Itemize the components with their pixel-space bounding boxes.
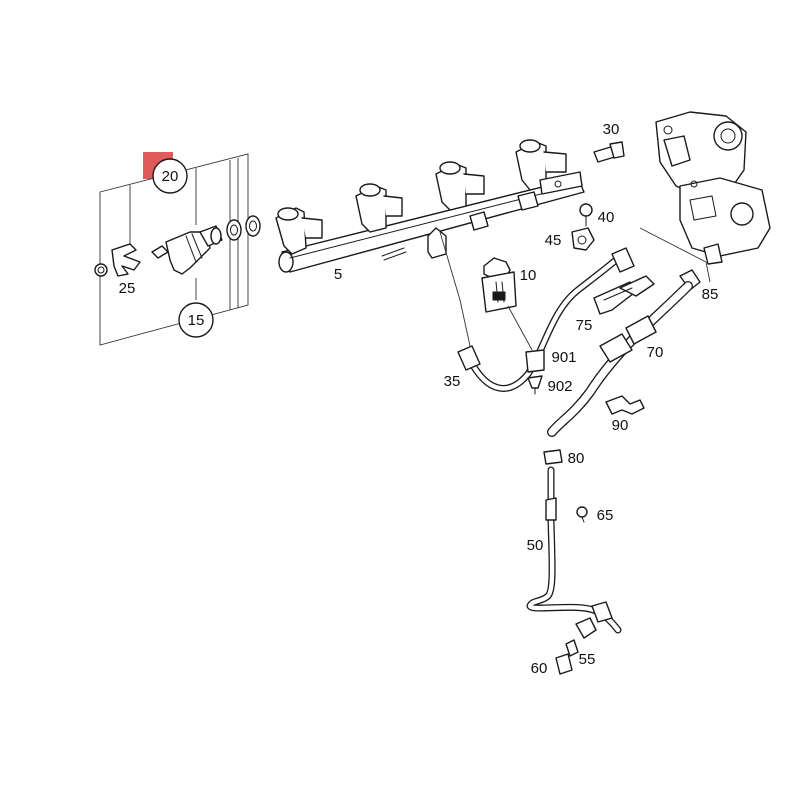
callout-circle-15[interactable]: 15 [178,302,214,338]
part-902-cap[interactable]: 902 [527,375,573,395]
part-70-hose[interactable]: 70 [547,281,693,437]
part-10-sensor[interactable]: 10 [481,257,537,313]
part-901-cap[interactable]: 901 [525,349,577,373]
part-90-clip[interactable]: 90 [605,395,645,434]
callout-65-label: 65 [597,507,614,524]
part-rail-cap[interactable] [427,227,447,259]
part-40-screw[interactable]: 40 [579,203,615,227]
part-75-shield[interactable]: 75 [576,275,655,334]
callout-50-label: 50 [527,537,544,554]
callout-901-label: 901 [551,349,576,366]
callout-75-label: 75 [576,317,593,334]
pump-leader-lines [639,227,711,283]
callout-5-label: 5 [334,266,342,283]
callout-25-label: 25 [119,280,136,297]
part-25-clip[interactable]: 25 [111,243,141,297]
part-high-pressure-pump[interactable] [655,111,771,265]
part-45-clamp[interactable]: 45 [545,227,595,251]
part-5-fuel-rail[interactable]: 5 [275,139,585,283]
callout-90-label: 90 [612,417,629,434]
part-55-fitting[interactable]: 55 [565,617,597,668]
part-65-bolt[interactable]: 65 [576,506,614,524]
callout-35-label: 35 [444,373,461,390]
callout-15-label: 15 [188,312,205,329]
callout-45-label: 45 [545,232,562,249]
callout-20-label: 20 [162,168,179,185]
callout-30-label: 30 [603,121,620,138]
part-80-clamp[interactable]: 80 [543,449,585,467]
callout-70-label: 70 [647,344,664,361]
callout-55-label: 55 [579,651,596,668]
callout-circle-20[interactable]: 20 [152,158,188,194]
part-injector-washers[interactable] [226,215,261,241]
callout-10-label: 10 [520,267,537,284]
leader-10-901 [507,305,533,351]
callout-902-label: 902 [547,378,572,395]
part-injector[interactable] [151,225,223,275]
part-50-fuel-line[interactable]: 50 [526,466,622,634]
callout-80-label: 80 [568,450,585,467]
part-30-bolt[interactable]: 30 [593,121,625,163]
part-oring-small[interactable] [94,263,108,277]
part-85-connector[interactable]: 85 [679,269,719,303]
part-35-pressure-line[interactable]: 35 [439,231,635,392]
callout-60-label: 60 [531,660,548,677]
callout-85-label: 85 [702,286,719,303]
part-60-cap[interactable]: 60 [531,653,573,677]
callout-40-label: 40 [598,209,615,226]
